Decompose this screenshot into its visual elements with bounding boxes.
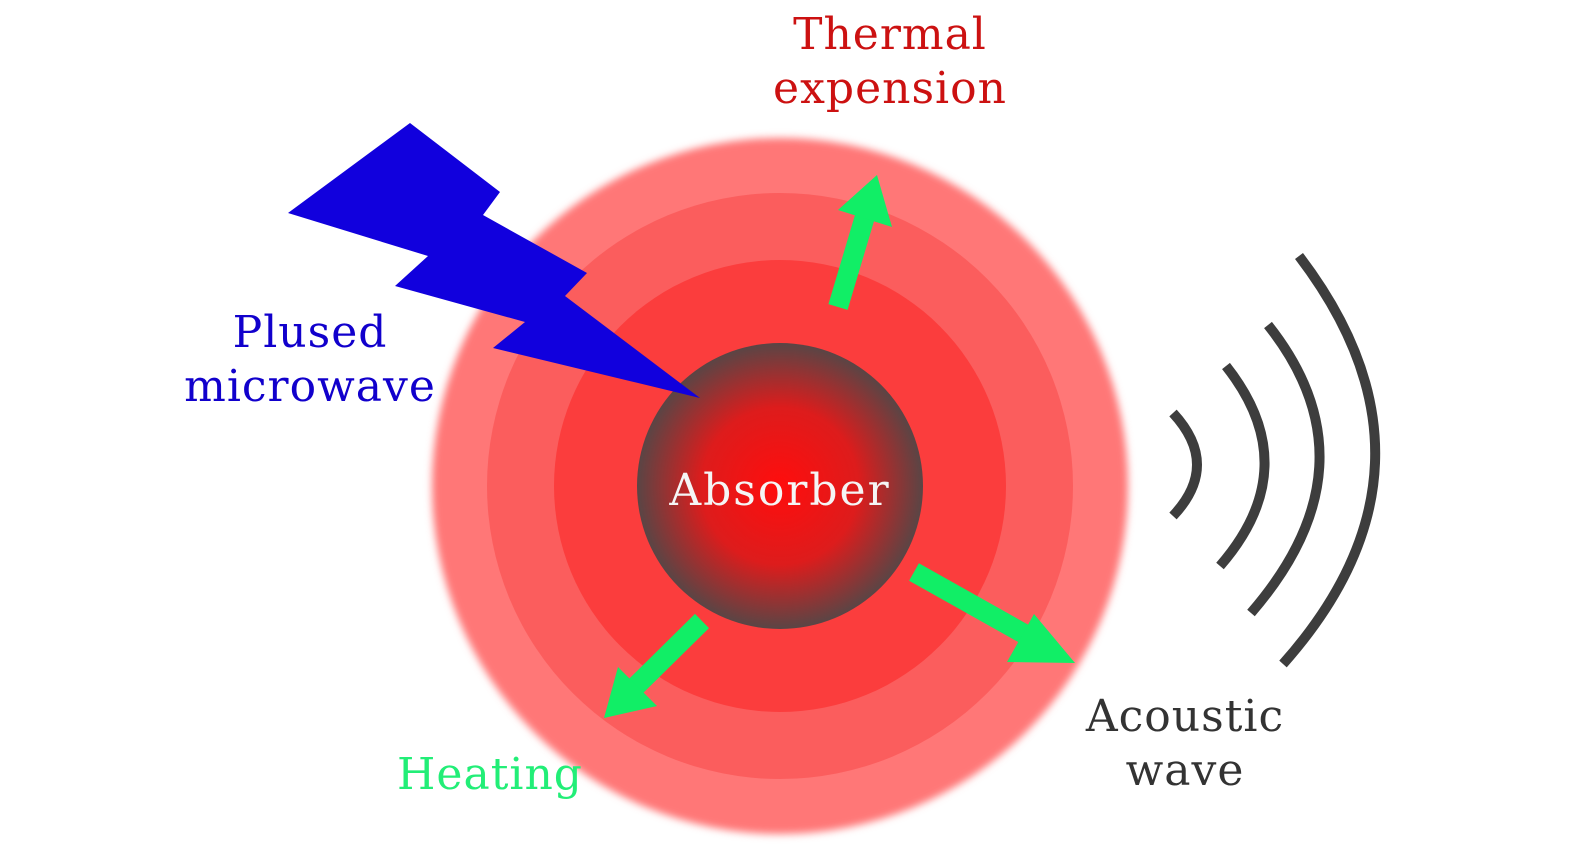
acoustic-wave-icon <box>1169 252 1381 668</box>
absorber-core <box>637 343 923 629</box>
thermal-expansion-label: Thermal expension <box>740 8 1040 116</box>
thermal-label-line2: expension <box>773 63 1007 114</box>
heating-label: Heating <box>397 749 583 800</box>
acoustic-label-line2: wave <box>1125 745 1245 796</box>
thermal-label-line1: Thermal <box>793 9 987 60</box>
absorber-label: Absorber <box>669 465 891 516</box>
pulsed-label-line1: Plused <box>232 307 388 358</box>
acoustic-label-line1: Acoustic <box>1085 691 1285 742</box>
lightning-bolt-icon <box>288 123 700 398</box>
heating-arrow <box>604 613 710 718</box>
acoustic-wave-label: Acoustic wave <box>1040 690 1330 798</box>
thermal-expansion-arrow <box>828 175 892 310</box>
pulsed-microwave-label: Plused microwave <box>160 306 460 414</box>
pulsed-label-line2: microwave <box>184 361 436 412</box>
acoustic-arrow <box>909 563 1075 663</box>
